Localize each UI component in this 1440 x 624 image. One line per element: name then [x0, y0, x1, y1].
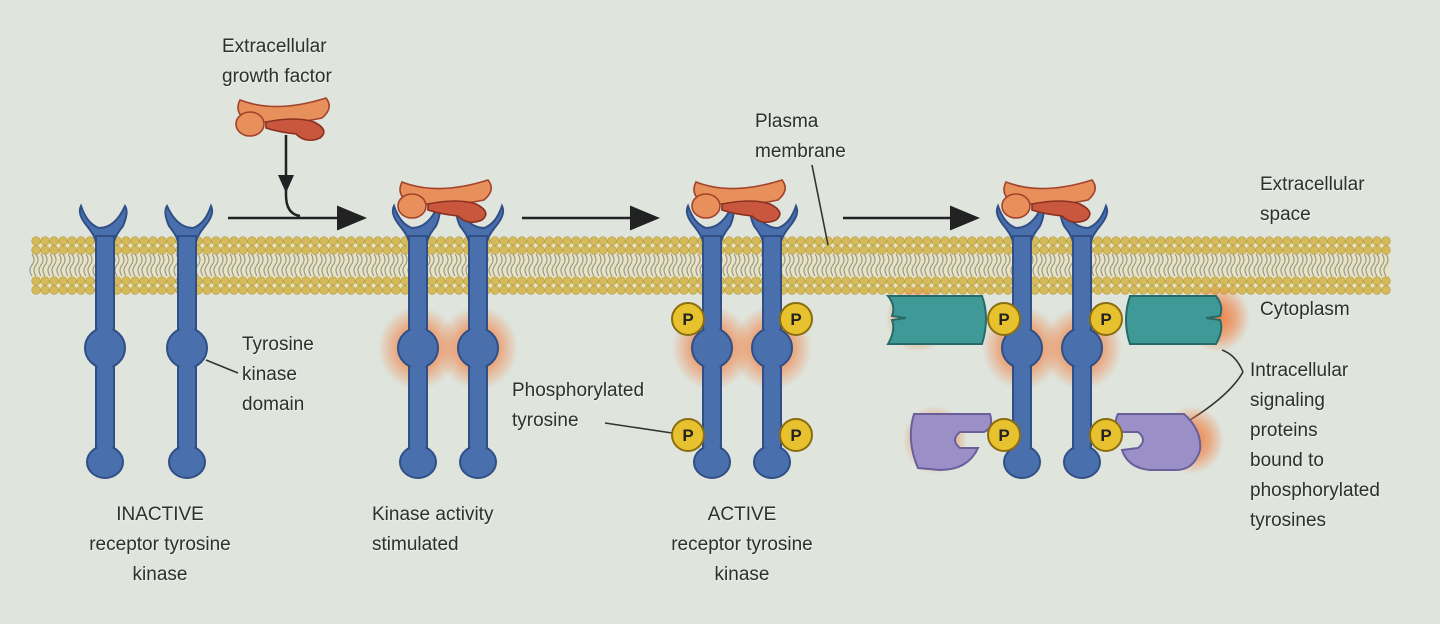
phospho-label-line1: Phosphorylated: [512, 380, 645, 401]
stage3-caption-line2: receptor tyrosine: [671, 534, 813, 555]
receptor-inactive-left: [78, 203, 128, 479]
signaling-label-line2: signaling: [1250, 390, 1325, 411]
stage1-caption: INACTIVE receptor tyrosine kinase: [40, 500, 280, 590]
stage3-caption-line1: ACTIVE: [707, 504, 777, 525]
stage1-caption-line3: kinase: [132, 564, 188, 585]
growth-factor-arrowhead: [278, 175, 294, 193]
growth-factors: [235, 97, 1096, 224]
signaling-proteins-label: Intracellular signaling proteins bound t…: [1250, 356, 1380, 536]
growth-factor-free: [235, 97, 330, 142]
receptors: [78, 203, 1109, 479]
phosphate-symbol: P: [998, 310, 1009, 329]
receptor-stage3-left: [685, 203, 735, 479]
receptor-stage3-right: [749, 203, 799, 479]
growth-factor-bound-stage2: [397, 179, 492, 224]
stage2-caption-line2: stimulated: [372, 534, 459, 555]
kinase-label-line1: Tyrosine: [242, 334, 314, 355]
plasma-membrane-label: Plasma membrane: [755, 107, 846, 167]
tyrosine-kinase-domain-label: Tyrosine kinase domain: [242, 330, 314, 420]
stage2-caption-line1: Kinase activity: [372, 504, 494, 525]
purple-signaling-protein-left: [909, 413, 993, 472]
phosphate-group: P: [779, 418, 813, 452]
teal-signaling-protein-right: [1125, 295, 1223, 345]
phosphate-symbol: P: [790, 426, 801, 445]
kinase-label-line3: domain: [242, 394, 305, 415]
stage3-caption: ACTIVE receptor tyrosine kinase: [622, 500, 862, 590]
signaling-label-line6: tyrosines: [1250, 510, 1327, 531]
growth-factor-binding-arrow: [284, 135, 301, 218]
phosphate-group: P: [1089, 418, 1123, 452]
plasma-membrane-leader: [811, 164, 829, 246]
phosphate-group: P: [671, 302, 705, 336]
phosphate-group: P: [987, 418, 1021, 452]
receptor-stage2-left: [391, 203, 441, 479]
stage3-caption-line3: kinase: [714, 564, 770, 585]
cytoplasm-label: Cytoplasm: [1260, 295, 1350, 325]
process-arrows: [228, 135, 980, 231]
extracellular-space-label: Extracellular space: [1260, 170, 1365, 230]
receptor-inactive-right: [164, 203, 214, 479]
receptor-stage4-left: [995, 203, 1045, 479]
receptor-stage2-right: [455, 203, 505, 479]
growth-factor-label: Extracellular growth factor: [222, 32, 332, 92]
plasma-membrane-label-line2: membrane: [755, 141, 846, 162]
phosphate-group: P: [671, 418, 705, 452]
phosphate-group: P: [779, 302, 813, 336]
receptor-stage4-right: [1059, 203, 1109, 479]
stage1-caption-line2: receptor tyrosine: [89, 534, 231, 555]
growth-factor-label-line2: growth factor: [222, 66, 332, 87]
stage1-caption-line1: INACTIVE: [116, 504, 204, 525]
phosphate-group: P: [987, 302, 1021, 336]
teal-signaling-protein-left: [885, 295, 987, 345]
phosphate-group: P: [1089, 302, 1123, 336]
kinase-domain-leader: [205, 359, 239, 374]
extracellular-space-label-line2: space: [1260, 204, 1311, 225]
phosphate-symbol: P: [1100, 426, 1111, 445]
phosphorylated-tyrosine-label: Phosphorylated tyrosine: [512, 376, 644, 436]
phosphate-groups: P P P P P P P P: [671, 302, 1123, 452]
cytoplasm-label-line1: Cytoplasm: [1260, 299, 1350, 320]
phosphate-symbol: P: [682, 310, 693, 329]
signaling-label-line4: bound to: [1250, 450, 1324, 471]
phospho-label-line2: tyrosine: [512, 410, 579, 431]
signaling-label-line3: proteins: [1250, 420, 1318, 441]
phosphate-symbol: P: [682, 426, 693, 445]
purple-signaling-protein-right: [1114, 413, 1202, 471]
kinase-label-line2: kinase: [242, 364, 297, 385]
signaling-label-line1: Intracellular: [1250, 360, 1349, 381]
growth-factor-bound-stage4: [1001, 179, 1096, 224]
growth-factor-bound-stage3: [691, 179, 786, 224]
extracellular-space-label-line1: Extracellular: [1260, 174, 1365, 195]
stage2-caption: Kinase activity stimulated: [372, 500, 493, 560]
intracellular-signaling-proteins: [885, 295, 1223, 472]
phosphate-symbol: P: [1100, 310, 1111, 329]
phosphate-symbol: P: [790, 310, 801, 329]
phospho-tyrosine-leader: [604, 422, 673, 434]
signaling-label-line5: phosphorylated: [1250, 480, 1380, 501]
plasma-membrane-label-line1: Plasma: [755, 111, 819, 132]
growth-factor-label-line1: Extracellular: [222, 36, 327, 57]
phosphate-symbol: P: [998, 426, 1009, 445]
